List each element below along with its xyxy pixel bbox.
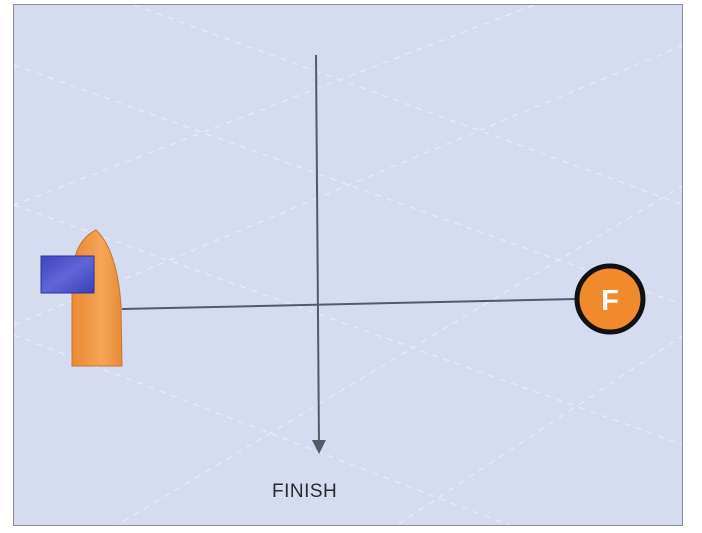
background-guides — [14, 5, 682, 525]
course-arrow — [311, 54, 326, 454]
diagram-canvas: F — [14, 5, 682, 525]
boat-hull — [71, 229, 123, 367]
finish-line — [121, 298, 577, 310]
diagram-frame: F FINISH — [13, 4, 683, 526]
boat-sail — [40, 255, 95, 294]
finish-mark-letter: F — [601, 285, 619, 317]
finish-mark: F — [574, 263, 646, 335]
finish-label: FINISH — [272, 481, 338, 502]
